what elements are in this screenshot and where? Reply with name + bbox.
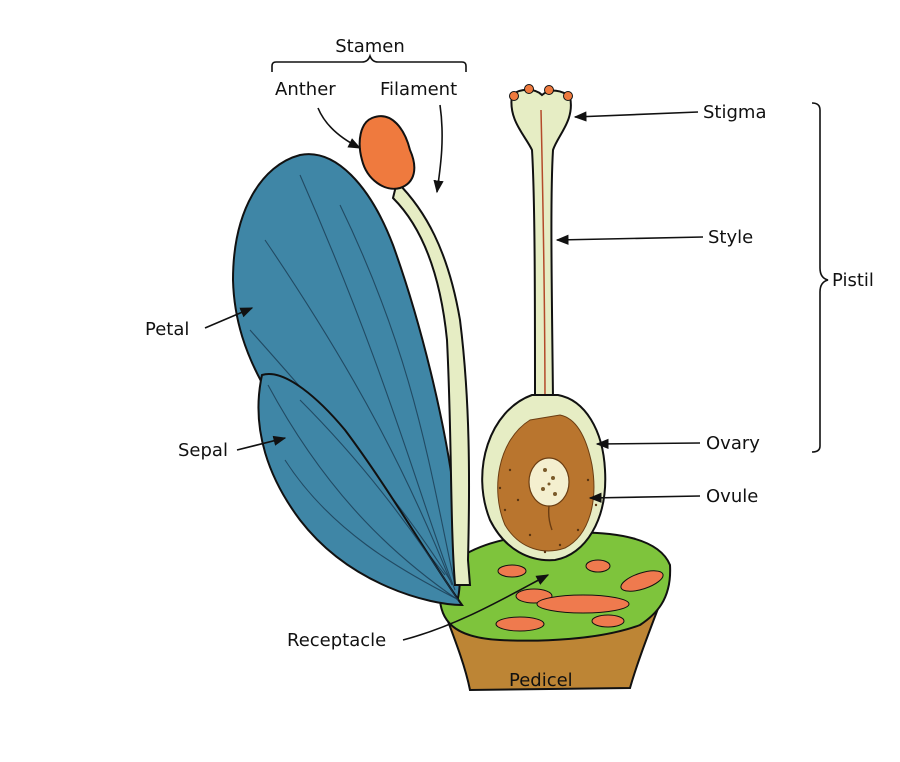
ovary-label: Ovary bbox=[706, 433, 760, 454]
petal-leader bbox=[204, 307, 254, 329]
receptacle-label: Receptacle bbox=[287, 630, 386, 651]
sepal-veins bbox=[267, 384, 459, 601]
style-canal bbox=[540, 109, 546, 411]
receptacle-spots bbox=[495, 559, 664, 632]
pistil-bracket bbox=[811, 102, 829, 453]
anther-label: Anther bbox=[275, 79, 336, 100]
ovary-speckles bbox=[498, 468, 598, 554]
sepal-label: Sepal bbox=[178, 440, 228, 461]
pedicel-label: Pedicel bbox=[509, 670, 573, 691]
style-label: Style bbox=[708, 227, 753, 248]
ovary-leader bbox=[595, 438, 701, 450]
filament-shape bbox=[391, 180, 472, 586]
sepal-leader bbox=[236, 435, 287, 451]
stigma-tips bbox=[509, 84, 573, 101]
petal-label: Petal bbox=[145, 319, 189, 340]
ovule-leader bbox=[588, 492, 701, 503]
stamen-bracket bbox=[271, 53, 467, 72]
ovule-stalk bbox=[547, 505, 553, 531]
stigma-label: Stigma bbox=[703, 102, 766, 123]
sepal-shape bbox=[257, 373, 464, 607]
filament-leader bbox=[433, 104, 444, 194]
stamen-label: Stamen bbox=[335, 36, 405, 57]
ovule-shape bbox=[528, 457, 570, 507]
stigma-leader bbox=[573, 111, 699, 122]
anther-leader bbox=[317, 107, 362, 149]
pistil-label: Pistil bbox=[832, 270, 874, 291]
anther-shape bbox=[358, 115, 416, 190]
ovule-label: Ovule bbox=[706, 486, 758, 507]
style-leader bbox=[555, 234, 704, 245]
receptacle-leader bbox=[402, 574, 550, 641]
ovule-nuclei bbox=[541, 468, 557, 496]
filament-label: Filament bbox=[380, 79, 457, 100]
